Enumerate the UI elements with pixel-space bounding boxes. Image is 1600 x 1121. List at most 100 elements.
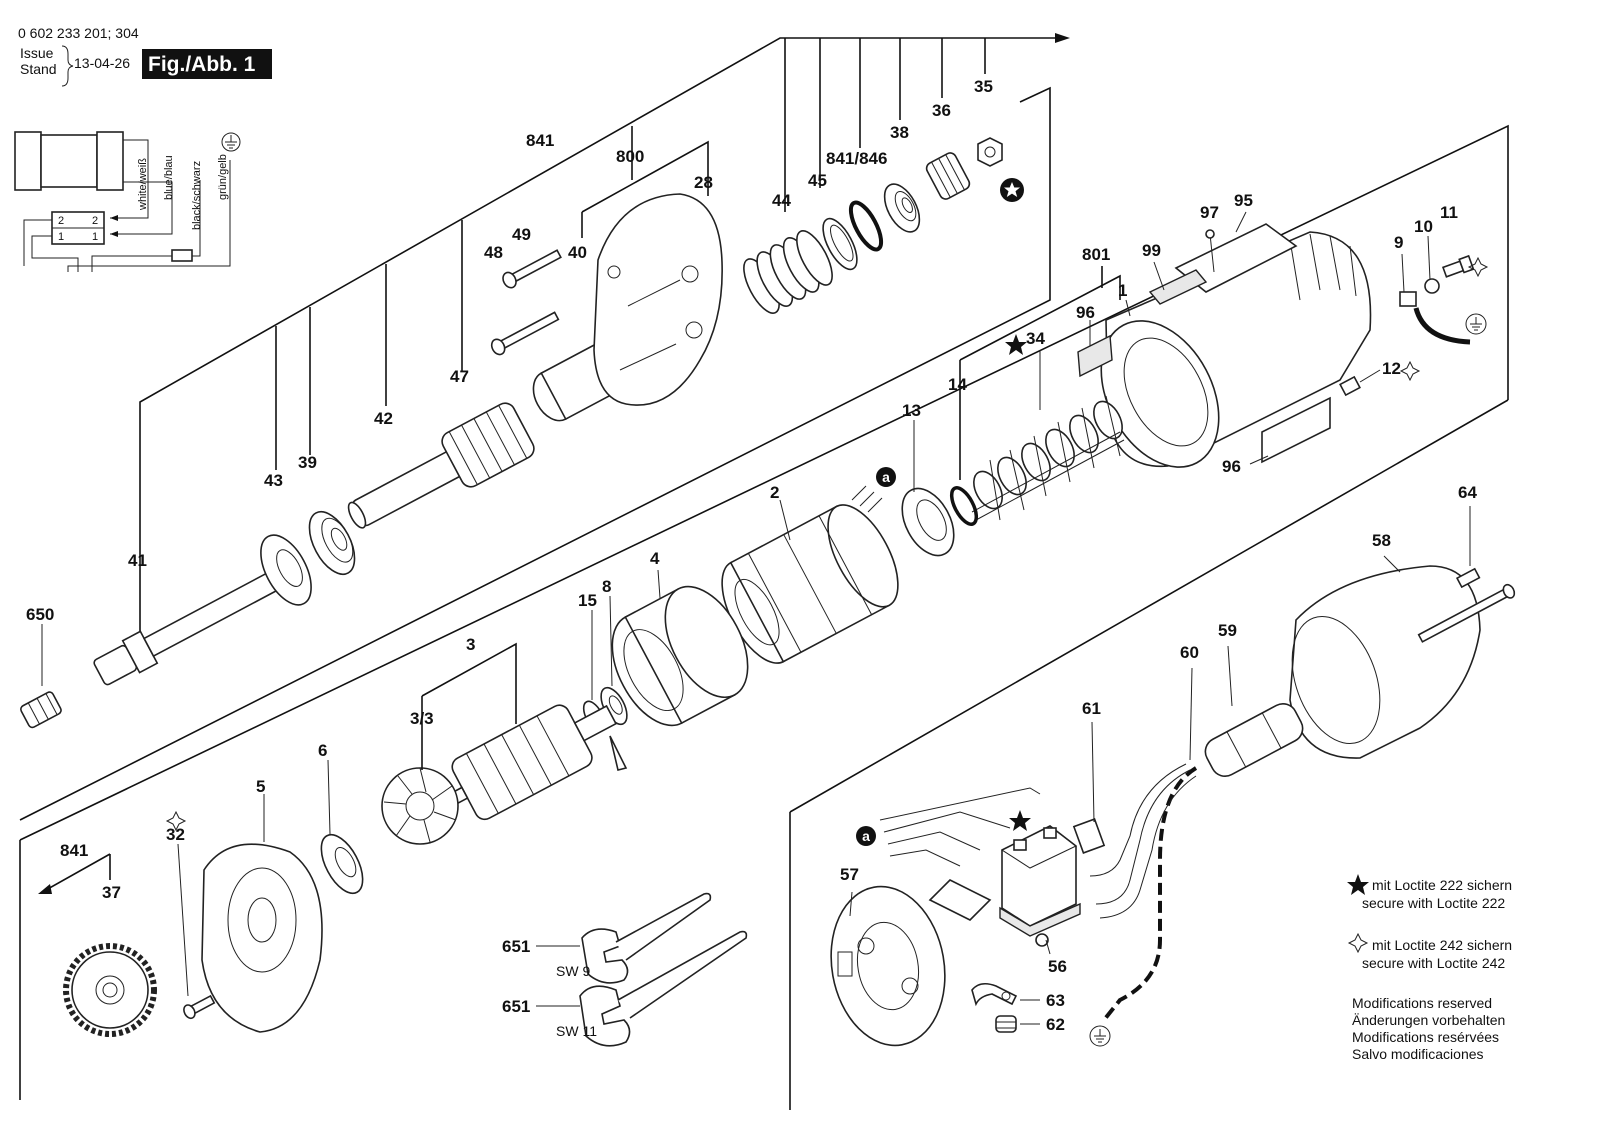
ground-lug-9 xyxy=(1399,291,1417,307)
callout-58: 58 xyxy=(1372,531,1391,550)
callout-38: 38 xyxy=(890,123,909,142)
part-number: 0 602 233 201; 304 xyxy=(18,25,139,41)
callout-2: 2 xyxy=(770,483,779,502)
callout-64: 64 xyxy=(1458,483,1477,502)
callout-96-top: 96 xyxy=(1076,303,1095,322)
screw-11 xyxy=(1441,254,1475,278)
note-modifications-en: Modifications reserved xyxy=(1352,995,1492,1011)
loctite-242-icon-11 xyxy=(1467,256,1489,278)
lower-frame xyxy=(789,399,1509,813)
callout-32: 32 xyxy=(166,825,185,844)
bearing-6 xyxy=(320,833,364,895)
figure-tag: Fig./Abb. 1 xyxy=(148,53,256,76)
wire-label-white: white/weiß xyxy=(137,158,149,211)
frame-lines xyxy=(19,86,1509,1110)
cable-sleeve-59 xyxy=(1204,703,1304,777)
lower-assembly: a xyxy=(830,313,1516,1047)
note-modifications-es: Salvo modificaciones xyxy=(1352,1046,1484,1062)
wrench-sw11 xyxy=(579,930,748,1047)
callout-59: 59 xyxy=(1218,621,1237,640)
callout-841-846: 841/846 xyxy=(826,149,887,168)
wire-label-green-yellow: grün/gelb xyxy=(217,154,229,200)
gear-housing-28 xyxy=(593,193,723,406)
callout-45: 45 xyxy=(808,171,827,190)
field-coil-body xyxy=(40,134,98,188)
callout-41: 41 xyxy=(128,551,147,570)
ground-symbol-icon xyxy=(221,132,241,152)
callout-28: 28 xyxy=(694,173,713,192)
issue-label: Issue xyxy=(20,45,54,61)
upper-assembly xyxy=(20,137,1024,729)
ring-45 xyxy=(822,217,858,271)
callout-34: 34 xyxy=(1026,329,1045,348)
note-modifications-fr: Modifications resérvées xyxy=(1352,1029,1499,1045)
callout-95: 95 xyxy=(1234,191,1253,210)
wrench-size-sw9: SW 9 xyxy=(556,963,590,979)
pinion-36 xyxy=(925,152,971,200)
brace xyxy=(61,45,74,87)
bearing-38 xyxy=(883,183,921,233)
note-loctite222-de: mit Loctite 222 sichern xyxy=(1372,877,1512,893)
callout-42: 42 xyxy=(374,409,393,428)
figure-tag-box xyxy=(142,49,272,79)
callout-labels: 841 800 28 44 45 841/846 38 36 35 49 48 … xyxy=(26,77,1477,1039)
callout-9: 9 xyxy=(1394,233,1403,252)
loctite-242-icon-12 xyxy=(1399,360,1421,382)
terminal-1-right: 1 xyxy=(92,231,98,243)
callout-8: 8 xyxy=(602,577,611,596)
spring-clip xyxy=(609,735,628,771)
callout-6: 6 xyxy=(318,741,327,760)
callout-60: 60 xyxy=(1180,643,1199,662)
wrench-size-sw11: SW 11 xyxy=(556,1023,597,1039)
spring-44 xyxy=(743,230,833,314)
callout-12: 12 xyxy=(1382,359,1401,378)
wrench-sw9 xyxy=(581,892,712,984)
collet-nut-650 xyxy=(20,691,62,729)
issue-date: 13-04-26 xyxy=(74,55,130,71)
callout-13: 13 xyxy=(902,401,921,420)
ring-13 xyxy=(901,487,955,557)
rear-cap-58 xyxy=(1289,565,1481,759)
svg-text:a: a xyxy=(862,828,870,844)
screw-64b xyxy=(1417,583,1516,643)
callout-57: 57 xyxy=(840,865,859,884)
note-loctite242-en: secure with Loctite 242 xyxy=(1362,955,1505,971)
callout-62: 62 xyxy=(1046,1015,1065,1034)
callout-49: 49 xyxy=(512,225,531,244)
loctite-222-star-icon xyxy=(1009,810,1031,831)
callout-14: 14 xyxy=(948,375,967,394)
stand-label: Stand xyxy=(20,61,57,77)
note-loctite242-de: mit Loctite 242 sichern xyxy=(1372,937,1512,953)
callout-3-3: 3/3 xyxy=(410,709,434,728)
marker-a-bottom: a xyxy=(856,826,876,846)
callout-56: 56 xyxy=(1048,957,1067,976)
callout-97: 97 xyxy=(1200,203,1219,222)
callout-800: 800 xyxy=(616,147,644,166)
screw-12 xyxy=(1339,375,1361,397)
nut-35 xyxy=(977,137,1003,167)
notes: mit Loctite 222 sichern secure with Loct… xyxy=(1347,874,1512,1062)
switch-56 xyxy=(999,825,1081,947)
loctite-242-icon-32 xyxy=(165,810,187,832)
wrenches xyxy=(536,892,748,1047)
label-99 xyxy=(1148,269,1208,305)
gear-37 xyxy=(63,943,157,1037)
o-ring-14 xyxy=(949,486,979,526)
callout-650: 650 xyxy=(26,605,54,624)
o-ring-841-846 xyxy=(848,200,884,252)
terminal-1-left: 1 xyxy=(58,231,64,243)
callout-651-sw11: 651 xyxy=(502,997,530,1016)
callout-tree-top xyxy=(139,33,1070,648)
callout-63: 63 xyxy=(1046,991,1065,1010)
label-96b xyxy=(1261,396,1331,464)
callout-1: 1 xyxy=(1118,281,1127,300)
callout-43: 43 xyxy=(264,471,283,490)
callout-4: 4 xyxy=(650,549,660,568)
callout-47: 47 xyxy=(450,367,469,386)
callout-5: 5 xyxy=(256,777,265,796)
wire-label-black: black/schwarz xyxy=(191,161,203,230)
callout-3: 3 xyxy=(466,635,475,654)
power-cable-60 xyxy=(1102,766,1198,1022)
loctite-star-badge-icon xyxy=(1000,178,1024,202)
bearing-plate-5 xyxy=(201,843,323,1033)
